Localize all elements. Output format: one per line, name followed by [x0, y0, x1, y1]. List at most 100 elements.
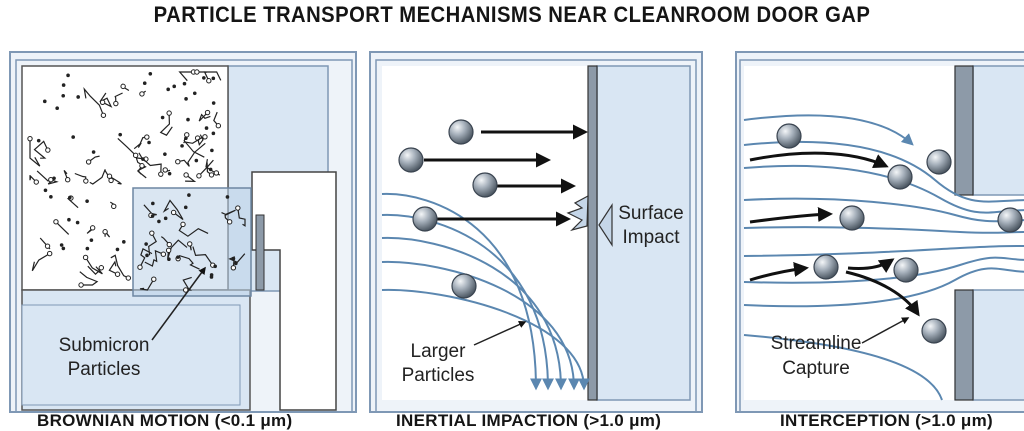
submicron-particle: [208, 172, 215, 178]
submicron-particle: [150, 214, 155, 218]
submicron-particle: [27, 135, 33, 142]
submicron-particle: [151, 201, 155, 206]
submicron-particle: [184, 136, 188, 141]
submicron-particle: [204, 109, 211, 116]
submicron-particle: [180, 221, 186, 228]
submicron-particle: [43, 188, 48, 193]
submicron-particle: [44, 243, 51, 249]
streamline: [743, 164, 1024, 214]
submicron-particle: [225, 195, 230, 199]
random-walk-path: [203, 71, 210, 82]
random-walk-path: [198, 159, 214, 177]
submicron-particle: [85, 159, 92, 165]
submicron-particle: [163, 216, 168, 221]
submicron-particle: [144, 134, 150, 140]
submicron-particle: [68, 195, 72, 200]
random-walk-path: [31, 253, 51, 272]
particles: [398, 119, 498, 299]
submicron-particle: [194, 158, 199, 163]
submicron-particle: [125, 275, 132, 281]
submicron-particle: [66, 73, 70, 78]
streamline: [381, 213, 554, 391]
submicron-particle: [49, 195, 53, 199]
submicron-particle: [89, 225, 96, 231]
door-gap-zoom-box: [132, 187, 252, 297]
particle: [997, 207, 1023, 233]
submicron-particle: [142, 81, 147, 86]
submicron-particle: [187, 241, 193, 247]
random-walk-path: [221, 209, 236, 223]
submicron-particle: [52, 176, 56, 181]
streamline: [381, 192, 542, 391]
submicron-particle: [213, 170, 220, 176]
random-walk-path: [99, 92, 113, 108]
submicron-particle: [65, 177, 71, 183]
trajectory-arrow: [749, 262, 809, 282]
submicron-particle: [115, 247, 120, 252]
submicron-particle: [204, 126, 209, 130]
submicron-particle: [226, 219, 233, 225]
submicron-particle: [78, 282, 84, 288]
trajectory-arrow: [845, 270, 920, 317]
random-walk-path: [108, 260, 118, 275]
submicron-particle: [91, 150, 96, 154]
submicron-particle: [148, 71, 153, 76]
random-walk-path: [29, 175, 37, 183]
submicron-particle: [99, 99, 106, 105]
submicron-particle: [184, 132, 190, 138]
random-walk-path: [162, 199, 184, 220]
larger-particles-label-line-2: Particles: [402, 365, 475, 386]
submicron-particle: [113, 100, 119, 107]
submicron-particle: [176, 255, 180, 259]
impact-burst-icon: [566, 194, 589, 232]
surface-impact-label-line-1: Surface: [618, 203, 683, 224]
room-border: [375, 59, 697, 413]
label-leader-line: [473, 321, 527, 346]
door-frame: [251, 171, 337, 411]
streamline: [743, 256, 1024, 284]
submicron-particle: [141, 157, 145, 161]
upper-door-edge: [954, 65, 974, 196]
particle: [921, 318, 947, 344]
streamline-capture-label-line-1: Streamline: [771, 333, 862, 354]
submicron-particle: [211, 76, 216, 81]
submicron-particle: [160, 251, 167, 257]
submicron-particle: [202, 76, 206, 80]
lower-door-edge: [954, 289, 974, 401]
submicron-particle: [33, 179, 39, 185]
streamline: [743, 267, 1024, 308]
submicron-particle: [45, 147, 51, 153]
submicron-particle: [120, 83, 126, 90]
room-border: [739, 59, 1024, 413]
submicron-particle: [46, 250, 53, 257]
random-walk-path: [177, 142, 206, 167]
submicron-particle: [175, 159, 181, 165]
submicron-particle: [211, 101, 216, 105]
streamline-capture-label-line-2: Capture: [782, 358, 850, 379]
submicron-particle: [213, 264, 217, 269]
caption-inertial-impaction: INERTIAL IMPACTION (>1.0 μm): [396, 411, 662, 430]
submicron-particle: [137, 264, 143, 270]
wall-edge: [587, 65, 598, 401]
panel-brownian: Submicron Particles: [9, 51, 357, 413]
submicron-particle: [163, 152, 167, 156]
random-walk-path: [196, 71, 222, 81]
submicron-particle: [100, 112, 107, 118]
submicron-particle: [183, 205, 188, 210]
submicron-particle: [144, 242, 148, 246]
particle: [451, 273, 477, 299]
room-border: [15, 59, 353, 413]
submicron-particle: [132, 152, 139, 159]
streamline: [743, 114, 914, 146]
submicron-particle: [151, 276, 157, 282]
cleanroom-air-region: [382, 66, 588, 400]
random-walk-path: [114, 92, 123, 104]
random-walk-path: [88, 155, 100, 163]
submicron-particle: [76, 95, 80, 99]
submicron-particle: [71, 135, 75, 139]
submicron-particle: [196, 173, 202, 179]
particle: [887, 164, 913, 190]
submicron-particle: [162, 167, 168, 173]
panel-inertial-impaction: Surface Impact Larger Particles: [369, 51, 703, 413]
submicron-particle: [166, 241, 172, 248]
